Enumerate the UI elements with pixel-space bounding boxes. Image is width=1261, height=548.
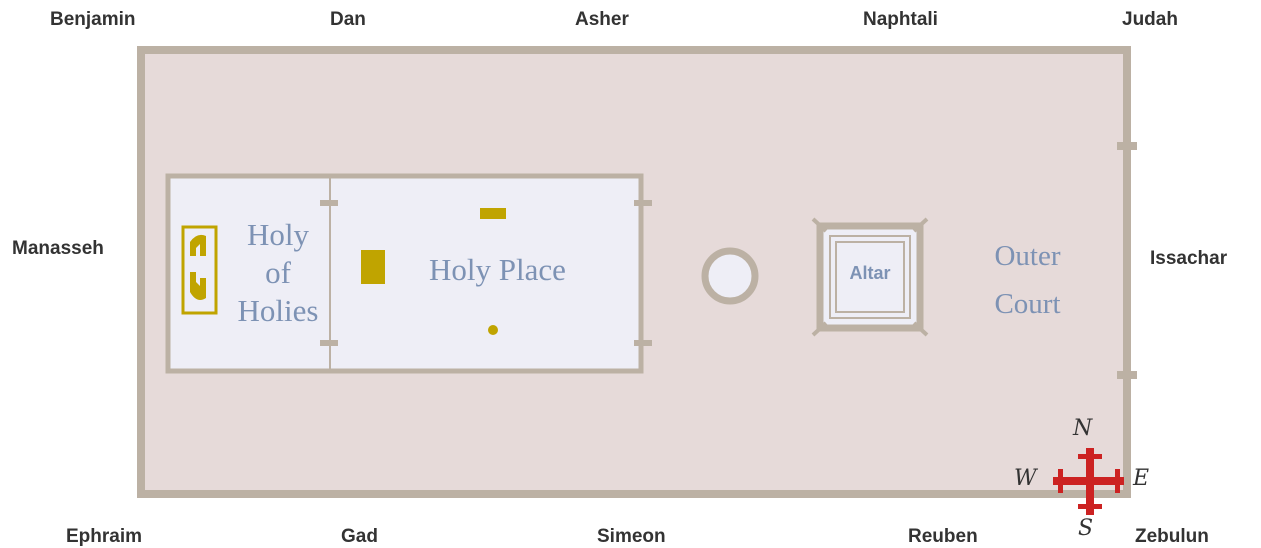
altar-label: Altar	[849, 263, 891, 283]
east-gate-north-post	[1117, 142, 1137, 150]
tribe-north-1: Benjamin	[50, 9, 136, 30]
tribe-south-5: Zebulun	[1135, 526, 1209, 547]
tribe-west: Manasseh	[12, 238, 104, 259]
lampstand	[488, 325, 498, 335]
door-post-bottom	[634, 340, 652, 346]
veil-post-top	[320, 200, 338, 206]
tribe-south-4: Reuben	[908, 526, 978, 547]
tribe-east: Issachar	[1150, 248, 1228, 269]
compass-south-label: S	[1078, 516, 1094, 541]
compass-cross-icon	[1053, 448, 1124, 515]
veil-post-bottom	[320, 340, 338, 346]
compass-north-label: N	[1073, 416, 1093, 441]
compass-east-label: E	[1133, 466, 1150, 491]
tribe-south-1: Ephraim	[66, 526, 143, 547]
holy-place-label: Holy Place	[429, 252, 566, 287]
table-of-showbread	[480, 208, 506, 219]
tribe-north-2: Dan	[330, 9, 366, 30]
altar-of-incense	[361, 250, 385, 284]
tribe-north-4: Naphtali	[863, 9, 938, 30]
compass-west-label: W	[1014, 466, 1037, 491]
tribe-north-5: Judah	[1122, 9, 1178, 30]
ark-of-covenant	[181, 225, 218, 315]
outer-court-label: Outer Court	[994, 240, 1061, 320]
altar-horns	[811, 217, 929, 337]
tribe-south-2: Gad	[341, 526, 378, 547]
laver	[701, 247, 759, 305]
holy-of-holies-label: Holy of Holies	[237, 217, 319, 328]
altar-of-burnt-offering	[811, 217, 929, 337]
tribe-north-3: Asher	[575, 9, 629, 30]
east-gate-south-post	[1117, 371, 1137, 379]
cherub-top-icon	[190, 234, 206, 256]
cherub-bottom-icon	[190, 272, 206, 300]
sanctuary-wall	[165, 173, 644, 374]
tribe-south-3: Simeon	[597, 526, 666, 547]
door-post-top	[634, 200, 652, 206]
